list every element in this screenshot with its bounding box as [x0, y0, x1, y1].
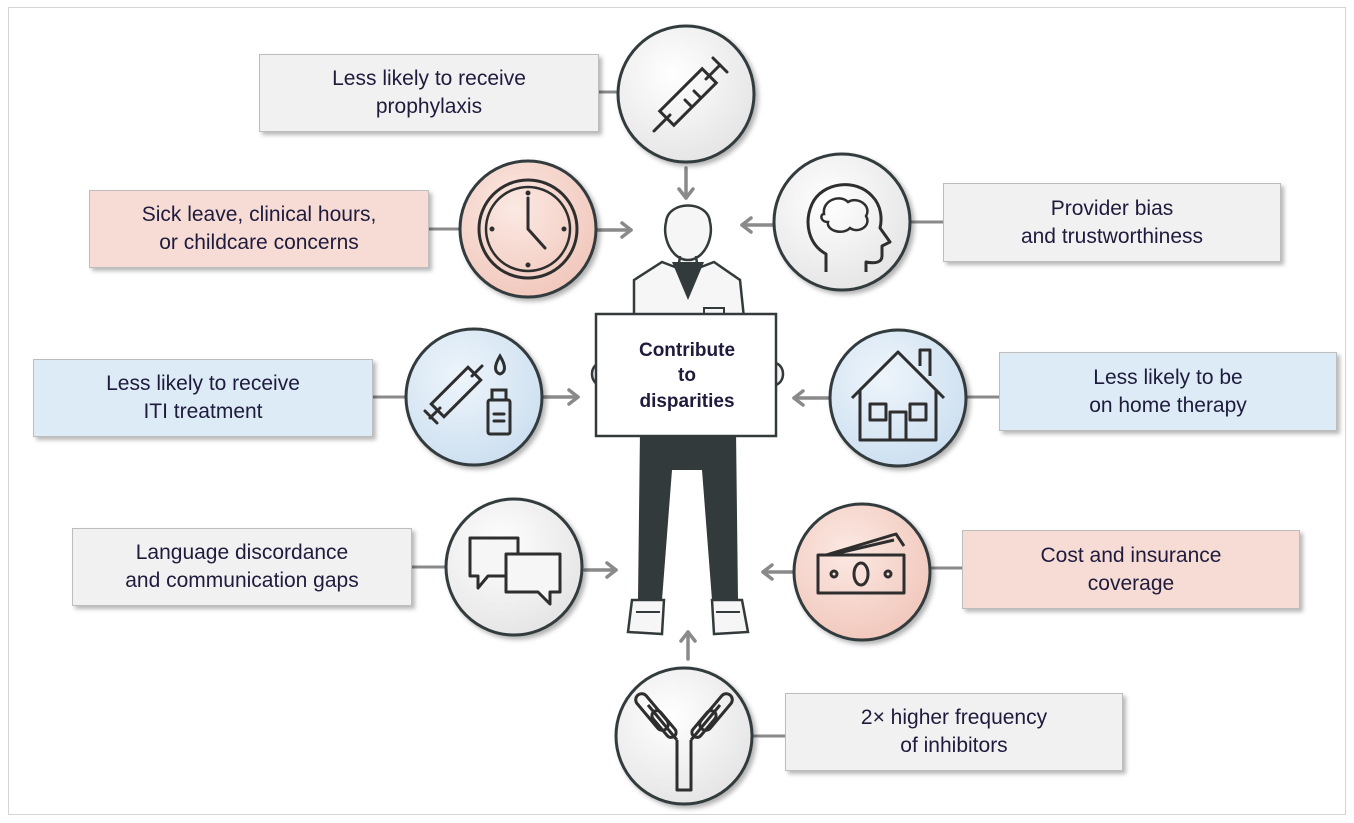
syringe-icon [616, 24, 756, 164]
brain-head-icon [772, 152, 912, 292]
arrow-left-lower [761, 563, 795, 581]
arrow-left-upper [740, 216, 775, 234]
arrow-left-mid [792, 389, 832, 407]
factor-box-home-therapy: Less likely to be on home therapy [999, 352, 1337, 431]
factor-box-inhibitors: 2× higher frequency of inhibitors [785, 693, 1123, 771]
arrow-right-lower [583, 561, 618, 579]
person-figure [590, 204, 785, 636]
syringe-vial-icon [404, 327, 544, 467]
chat-bubbles-icon [444, 497, 584, 637]
arrows [540, 166, 832, 661]
factor-box-iti: Less likely to receive ITI treatment [33, 359, 373, 437]
factor-box-language: Language discordance and communication g… [72, 528, 412, 606]
factor-box-provider-bias: Provider bias and trustworthiness [943, 183, 1281, 262]
factor-box-prophylaxis: Less likely to receive prophylaxis [259, 54, 599, 132]
clock-icon [458, 159, 598, 299]
house-icon [828, 328, 968, 468]
factor-box-sick-leave: Sick leave, clinical hours, or childcare… [89, 190, 429, 268]
arrow-right-upper [596, 221, 633, 239]
factor-box-cost: Cost and insurance coverage [962, 530, 1300, 609]
contribute-sign: Contribute to disparities [638, 339, 736, 412]
arrow-up [679, 630, 697, 661]
arrow-down [677, 166, 695, 200]
antibody-icon [614, 666, 754, 806]
money-icon [792, 502, 932, 642]
arrow-right-mid [540, 388, 580, 406]
